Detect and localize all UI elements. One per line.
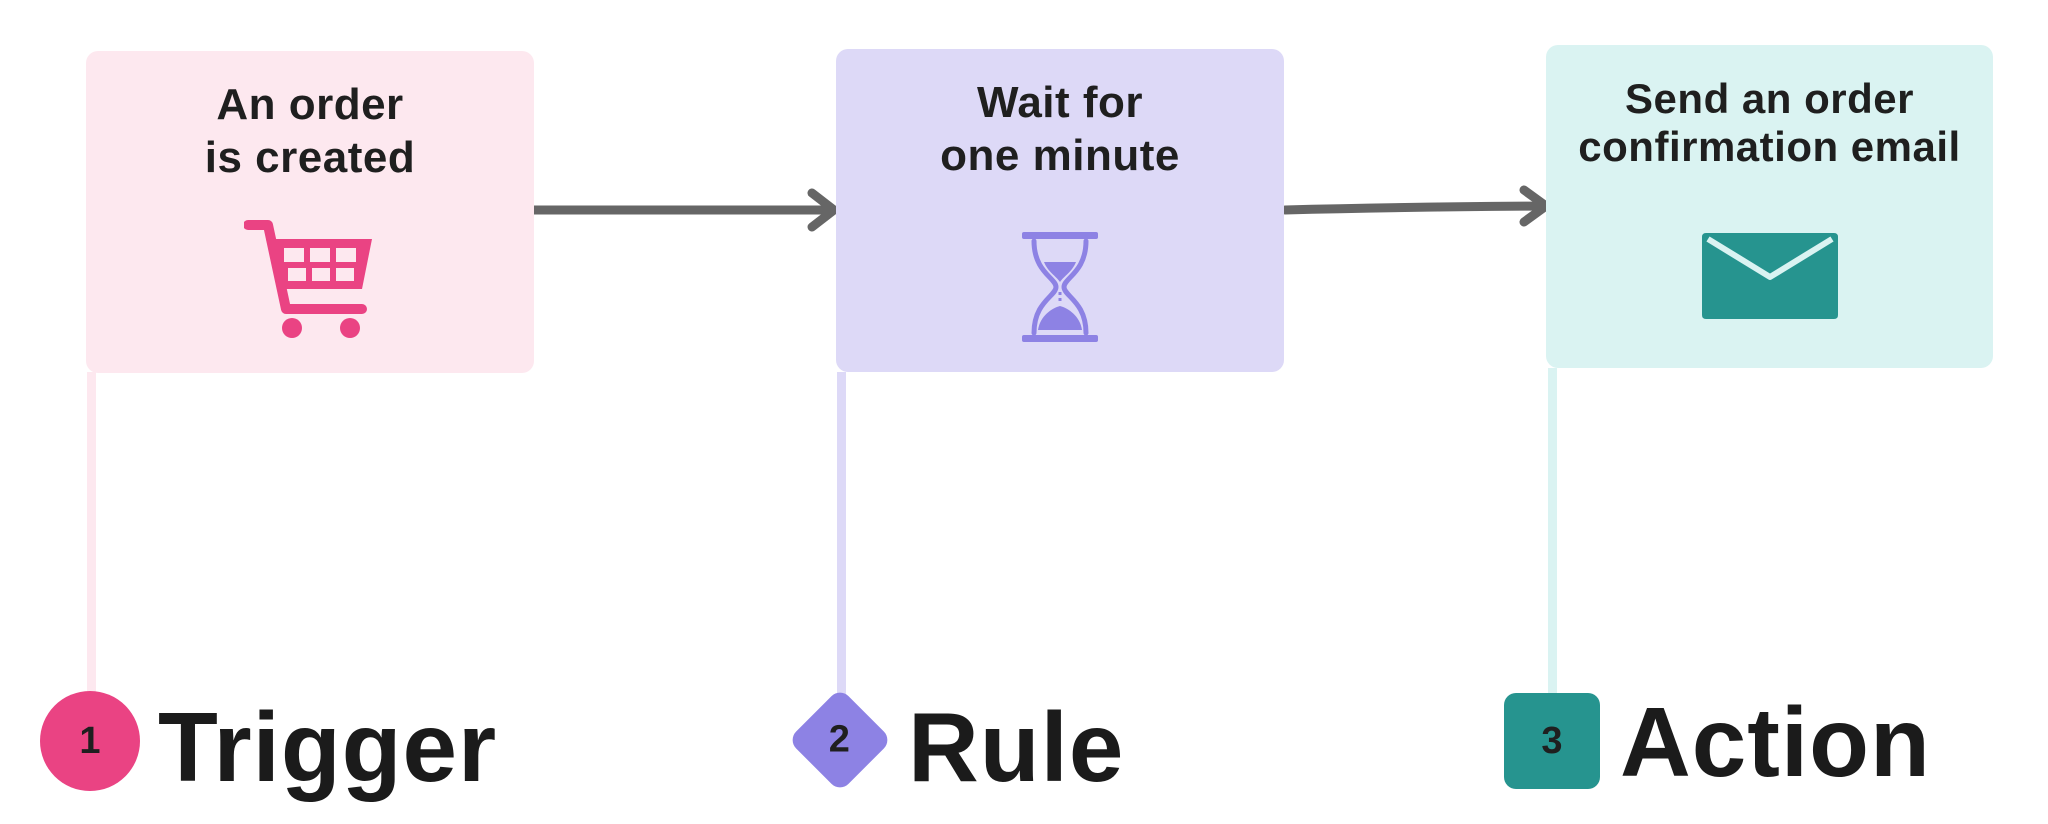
rule-card-line-2: one minute <box>940 130 1180 180</box>
arrow-rule-to-action <box>1280 185 1551 227</box>
trigger-card: An order is created <box>86 51 534 373</box>
rule-card: Wait for one minute <box>836 49 1284 372</box>
rule-card-text: Wait for one minute <box>836 77 1284 183</box>
rule-card-line-1: Wait for <box>976 78 1144 127</box>
shopping-cart-icon <box>244 220 372 338</box>
action-step-number: 3 <box>1541 719 1563 762</box>
action-card-line-1: Send an order <box>1625 75 1914 122</box>
action-step-badge: 3 <box>1504 693 1600 789</box>
envelope-icon <box>1702 233 1838 319</box>
rule-connector-line <box>837 372 846 702</box>
action-card-text: Send an order confirmation email <box>1546 75 1993 172</box>
action-connector-line <box>1548 368 1557 698</box>
trigger-step-number: 1 <box>79 719 101 762</box>
trigger-card-text: An order is created <box>86 79 534 185</box>
arrow-trigger-to-rule <box>529 188 839 232</box>
trigger-label: Trigger <box>158 692 498 802</box>
action-card: Send an order confirmation email <box>1546 45 1993 368</box>
hourglass-icon <box>1022 232 1098 342</box>
trigger-card-line-2: is created <box>204 132 416 182</box>
trigger-connector-line <box>87 372 96 702</box>
action-card-line-2: confirmation email <box>1578 123 1961 171</box>
rule-label: Rule <box>908 692 1125 802</box>
rule-step-number: 2 <box>829 718 851 761</box>
trigger-step-badge: 1 <box>40 691 140 791</box>
action-label: Action <box>1620 687 1931 797</box>
trigger-card-line-1: An order <box>216 80 404 129</box>
